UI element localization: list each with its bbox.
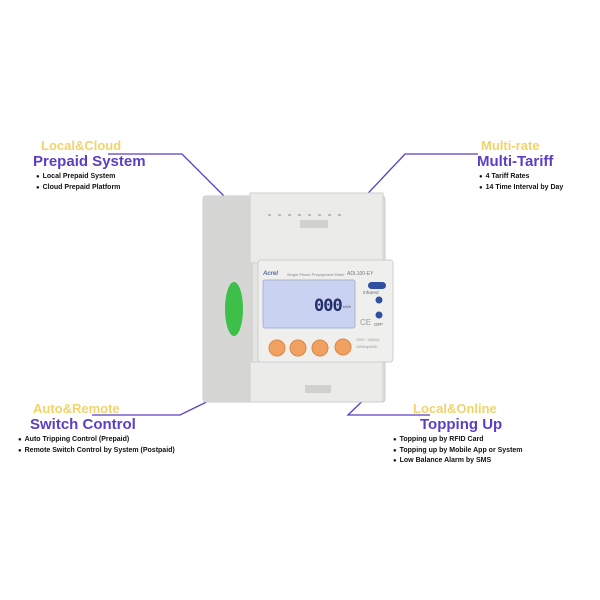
feature-bullet: Auto Tripping Control (Prepaid) [18,435,175,446]
feature-top-left: Local&Cloud Prepaid System Local Prepaid… [33,138,146,193]
button-up [289,339,307,357]
feature-bullet: 14 Time Interval by Day [479,183,564,194]
meter-model: ADL100-EY [347,271,374,277]
feature-subtitle: Auto&Remote [33,401,120,416]
off-label: OFF [374,322,383,327]
leader-line-top-left [108,153,231,203]
meter-brand: Acrel [263,271,279,277]
button-down [311,339,329,357]
meter-name: Single Phase Prepayment Meter [287,272,345,277]
infrared-window [368,282,386,289]
feature-title: Topping Up [420,416,503,433]
feature-bullet: Cloud Prepaid Platform [36,183,146,194]
feature-bullet: 4 Tariff Rates [479,172,563,183]
feature-bullet: Topping up by RFID Card [393,435,523,446]
button-enter [334,338,352,356]
feature-subtitle: Local&Online [413,401,497,416]
feature-bottom-left: Auto&Remote Switch Control Auto Tripping… [18,401,175,456]
green-label [225,282,243,336]
infrared-label: Infrared [363,290,379,295]
feature-subtitle: Multi-rate [481,138,540,153]
feature-title: Switch Control [30,416,136,433]
button-set[interactable] [268,339,286,357]
feature-bullet: Remote Switch Control by System (Postpai… [18,446,175,457]
feature-bottom-right: Local&Online Topping Up Topping up by RF… [393,401,523,467]
feature-bullet: Topping up by Mobile App or System [393,446,523,457]
leader-line-top-right [356,153,478,206]
feature-subtitle: Local&Cloud [41,138,122,153]
feature-title: Multi-Tariff [477,153,554,170]
feature-bullet: Low Balance Alarm by SMS [393,456,523,467]
lcd-screen [262,279,356,329]
feature-top-right: Multi-rate Multi-Tariff 4 Tariff Rates 1… [477,138,563,193]
lower-terminal-cover [249,361,384,403]
lcd-reading: 000 [314,296,343,316]
lcd-unit: kWh [343,304,351,309]
meter-body [202,192,394,403]
rating-label: 230V~ 10(60)A [356,338,380,342]
ce-mark: CE [360,318,372,327]
constant-label: 1600imp/kWh [356,345,378,349]
feature-title: Prepaid System [33,153,146,170]
feature-bullet: Local Prepaid System [36,172,146,183]
